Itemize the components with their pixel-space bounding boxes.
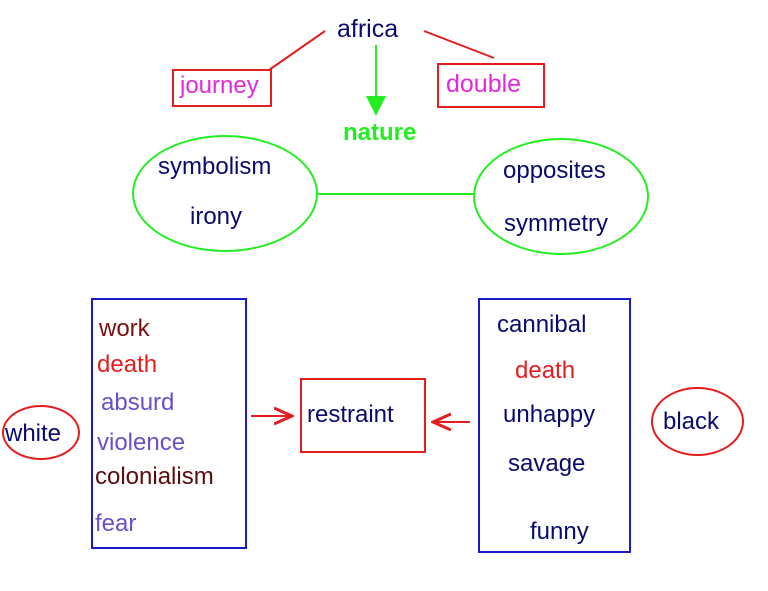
restraint-box (300, 378, 426, 453)
double-box (437, 63, 545, 108)
cannibal-label: cannibal (497, 311, 587, 338)
death-right-label: death (515, 357, 576, 384)
fear-label: fear (95, 510, 137, 537)
journey-box (172, 69, 272, 107)
left-oval (132, 135, 318, 252)
right-oval (473, 138, 649, 255)
africa-to-double-line (423, 30, 495, 59)
africa-to-journey-line (268, 30, 326, 71)
nature-label: nature (343, 119, 417, 146)
left-box (91, 298, 247, 549)
journey-label: journey (180, 72, 259, 99)
symbolism-label: symbolism (158, 153, 272, 180)
right-box (478, 298, 631, 553)
restraint-label: restraint (307, 401, 394, 428)
white-label: white (5, 420, 62, 447)
unhappy-label: unhappy (503, 401, 596, 428)
double-label: double (446, 70, 522, 98)
opposites-label: opposites (503, 157, 606, 184)
colonialism-label: colonialism (95, 463, 214, 490)
africa-label: africa (337, 15, 399, 43)
irony-label: irony (190, 203, 243, 230)
savage-label: savage (508, 450, 586, 477)
absurd-label: absurd (101, 389, 175, 416)
funny-label: funny (530, 518, 589, 545)
violence-label: violence (97, 429, 186, 456)
symmetry-label: symmetry (504, 210, 608, 237)
black-label: black (663, 408, 720, 435)
work-label: work (99, 315, 150, 342)
black-oval (651, 387, 744, 456)
death-left-label: death (97, 351, 158, 378)
white-oval (2, 405, 80, 460)
